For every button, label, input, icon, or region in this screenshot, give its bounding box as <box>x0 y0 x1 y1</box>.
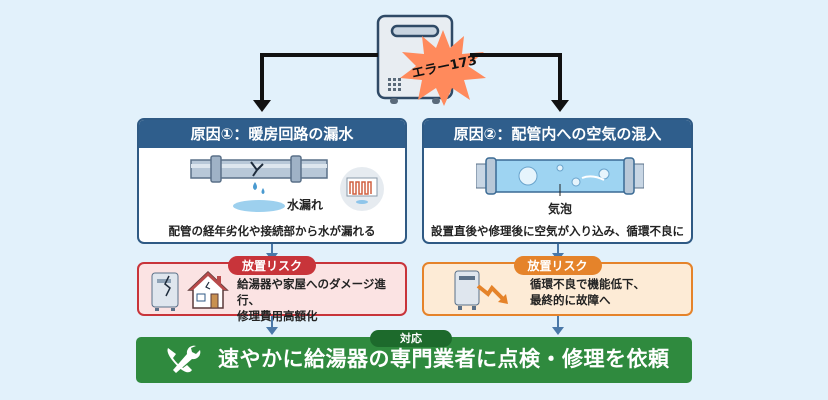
arrow-down-left <box>253 100 271 112</box>
risk-2-text: 循環不良で機能低下、 最終的に故障へ <box>530 276 645 308</box>
cause-2-card: 原因②：配管内への空気の混入 気泡 設置直後や修理後に空気が入り込み、循環不良に <box>422 118 693 244</box>
leaking-pipe-icon <box>189 154 329 214</box>
arrow-cause2-to-risk <box>552 244 564 261</box>
cause-1-title: 原因①：暖房回路の漏水 <box>139 120 405 148</box>
action-text: 速やかに給湯器の専門業者に点検・修理を依頼 <box>218 347 670 371</box>
cause-1-card: 原因①：暖房回路の漏水 水漏れ 配管の経年劣化や接続部から水が漏れる <box>137 118 407 244</box>
damaged-heater-icon <box>151 272 179 316</box>
arrow-cause1-to-risk <box>266 244 278 261</box>
error-burst: エラー173 <box>398 28 488 108</box>
risk-2-tag: 放置リスク <box>513 256 602 275</box>
arrow-risk2-to-action <box>552 316 564 335</box>
leak-label: 水漏れ <box>287 198 324 212</box>
risk-1-tag: 放置リスク <box>227 256 317 275</box>
risk-1-box: 放置リスク 給湯器や家屋へのダメージ進行、 修理費用高額化 <box>137 256 407 323</box>
risk-1-line-1: 給湯器や家屋へのダメージ進行、 <box>237 277 386 307</box>
heater-decline-icon <box>454 270 512 316</box>
damaged-house-icon <box>187 270 229 314</box>
risk-2-line-1: 循環不良で機能低下、 <box>530 277 645 291</box>
cause-1-caption: 配管の経年劣化や接続部から水が漏れる <box>168 224 376 238</box>
cause-2-caption: 設置直後や修理後に空気が入り込み、循環不良に <box>431 224 684 238</box>
risk-2-line-2: 最終的に故障へ <box>530 293 611 307</box>
air-bubble-pipe-icon <box>475 156 645 196</box>
connector-left-h <box>260 53 378 57</box>
radiator-icon <box>339 166 385 212</box>
cause-2-title: 原因②：配管内への空気の混入 <box>424 120 691 148</box>
risk-1-text: 給湯器や家屋へのダメージ進行、 修理費用高額化 <box>237 276 405 324</box>
arrow-down-right <box>551 100 569 112</box>
connector-left-v <box>260 53 264 103</box>
phone-wrench-icon <box>164 342 202 382</box>
connector-right-v <box>558 53 562 103</box>
connector-right-h <box>470 53 562 57</box>
action-tag: 対応 <box>370 330 452 347</box>
risk-1-line-2: 修理費用高額化 <box>237 309 318 323</box>
risk-2-box: 放置リスク 循環不良で機能低下、 最終的に故障へ <box>422 256 693 316</box>
arrow-risk1-to-action <box>266 316 278 335</box>
bubble-label: 気泡 <box>548 202 573 216</box>
